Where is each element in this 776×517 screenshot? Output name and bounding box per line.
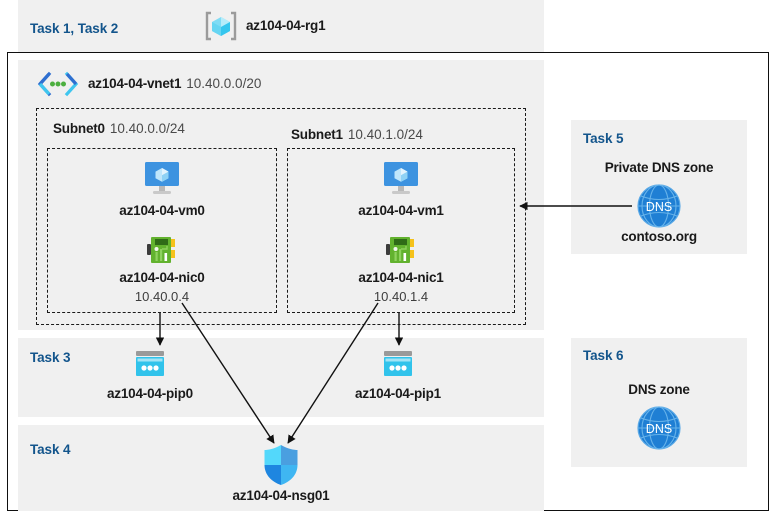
resource-group-band <box>18 0 544 52</box>
private-dns-zone-name: contoso.org <box>621 229 697 244</box>
subnet1-cidr: 10.40.1.0/24 <box>347 127 423 142</box>
subnets-outer-boundary <box>36 108 526 325</box>
network-security-group-icon <box>262 444 300 486</box>
task-label-5: Task 5 <box>583 131 624 146</box>
virtual-network-icon <box>37 71 79 97</box>
svg-text:DNS: DNS <box>646 422 672 436</box>
task3-panel <box>18 338 544 417</box>
public-ip-address-icon <box>381 349 415 379</box>
virtual-machine-icon <box>142 160 182 196</box>
subnet1-title: Subnet1 10.40.1.0/24 <box>291 126 423 144</box>
vnet-panel <box>18 60 544 330</box>
dns-zone-icon: DNS <box>637 406 681 450</box>
dns-zone-heading: DNS zone <box>628 382 690 397</box>
task-label-3: Task 3 <box>30 350 71 365</box>
vm0-label: az104-04-vm0 <box>119 203 205 218</box>
subnet1-boundary <box>287 148 515 313</box>
subnet0-cidr: 10.40.0.0/24 <box>109 121 185 136</box>
nic1-private-ip: 10.40.1.4 <box>373 289 429 304</box>
subnet1-name: Subnet1 <box>291 127 343 142</box>
vnet-address-space: 10.40.0.0/20 <box>186 76 262 91</box>
vnet-title: az104-04-vnet1 10.40.0.0/20 <box>88 75 261 93</box>
task-label-4: Task 4 <box>30 442 71 457</box>
network-interface-icon <box>147 236 177 264</box>
svg-text:DNS: DNS <box>646 200 672 214</box>
vnet-name: az104-04-vnet1 <box>88 76 182 91</box>
virtual-machine-icon <box>381 160 421 196</box>
nic1-label: az104-04-nic1 <box>358 270 444 285</box>
subnet0-name: Subnet0 <box>53 121 105 136</box>
subnet0-title: Subnet0 10.40.0.0/24 <box>53 120 185 138</box>
resource-group-name: az104-04-rg1 <box>246 18 326 33</box>
nic0-private-ip: 10.40.0.4 <box>134 289 190 304</box>
pip1-label: az104-04-pip1 <box>355 386 441 401</box>
pip0-label: az104-04-pip0 <box>107 386 193 401</box>
network-interface-icon <box>386 236 416 264</box>
task-label-6: Task 6 <box>583 348 624 363</box>
task-label-1-2: Task 1, Task 2 <box>30 21 119 36</box>
vm1-label: az104-04-vm1 <box>358 203 444 218</box>
nsg-label: az104-04-nsg01 <box>232 488 330 503</box>
subnet0-boundary <box>47 148 277 313</box>
resource-group-icon <box>205 10 237 42</box>
private-dns-zone-heading: Private DNS zone <box>604 160 714 175</box>
nic0-label: az104-04-nic0 <box>119 270 205 285</box>
dns-zone-icon: DNS <box>637 184 681 228</box>
public-ip-address-icon <box>133 349 167 379</box>
